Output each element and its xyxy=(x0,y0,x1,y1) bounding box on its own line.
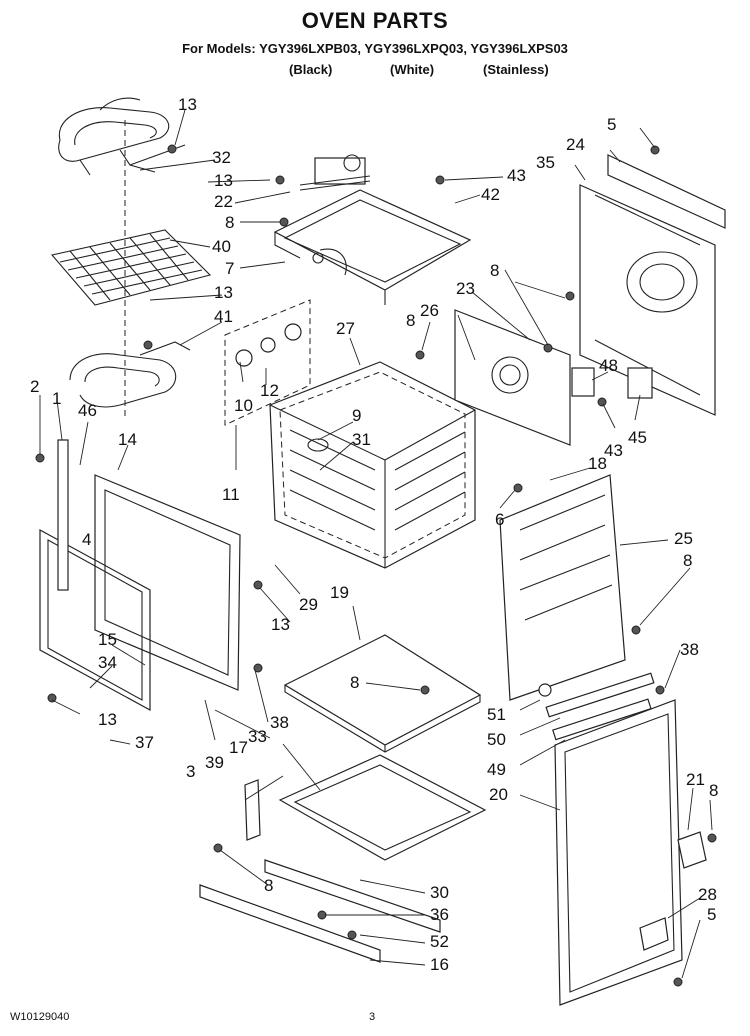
callout-42: 42 xyxy=(481,185,500,204)
callout-51: 51 xyxy=(487,705,506,724)
finish-label-white: (White) xyxy=(390,62,435,77)
callout-8: 8 xyxy=(406,311,415,330)
page-number: 3 xyxy=(369,1011,376,1023)
kick-panel xyxy=(199,859,441,963)
callout-4: 4 xyxy=(82,530,91,549)
callout-50: 50 xyxy=(487,730,506,749)
callout-8: 8 xyxy=(709,781,718,800)
callout-36: 36 xyxy=(430,905,449,924)
callout-27: 27 xyxy=(336,319,355,338)
callout-7: 7 xyxy=(225,259,234,278)
callout-28: 28 xyxy=(698,885,717,904)
callout-30: 30 xyxy=(430,883,449,902)
callout-8: 8 xyxy=(683,551,692,570)
callout-5: 5 xyxy=(707,905,716,924)
callout-13: 13 xyxy=(98,710,117,729)
callout-48: 48 xyxy=(599,356,618,375)
callout-38: 38 xyxy=(680,640,699,659)
bottom-panel xyxy=(283,634,482,753)
callout-8: 8 xyxy=(350,673,359,692)
callout-40: 40 xyxy=(212,237,231,256)
callout-35: 35 xyxy=(536,153,555,172)
callout-22: 22 xyxy=(214,192,233,211)
callout-17: 17 xyxy=(229,738,248,757)
callout-49: 49 xyxy=(487,760,506,779)
callout-9: 9 xyxy=(352,406,361,425)
callout-14: 14 xyxy=(118,430,137,449)
callout-39: 39 xyxy=(205,753,224,772)
callout-8: 8 xyxy=(225,213,234,232)
callout-26: 26 xyxy=(420,301,439,320)
gas-valve xyxy=(299,154,371,191)
doc-number: W10129040 xyxy=(10,1011,70,1023)
callout-2: 2 xyxy=(30,377,39,396)
callout-13: 13 xyxy=(214,283,233,302)
callout-32: 32 xyxy=(212,148,231,167)
callout-41: 41 xyxy=(214,307,233,326)
callout-8: 8 xyxy=(264,876,273,895)
callout-38: 38 xyxy=(270,713,289,732)
callout-11: 11 xyxy=(222,485,240,504)
right-side-panel xyxy=(579,154,726,416)
finish-label-stainless: (Stainless) xyxy=(483,62,549,77)
callout-19: 19 xyxy=(330,583,349,602)
page-title: OVEN PARTS xyxy=(301,8,449,33)
callout-52: 52 xyxy=(430,932,449,951)
broiler-pan xyxy=(278,754,487,861)
callout-46: 46 xyxy=(78,401,97,420)
front-frame xyxy=(39,439,241,712)
callout-16: 16 xyxy=(430,955,449,974)
callout-5: 5 xyxy=(607,115,616,134)
callout-43: 43 xyxy=(604,441,623,460)
callout-25: 25 xyxy=(674,529,693,548)
screws xyxy=(35,144,717,987)
callout-33: 33 xyxy=(248,727,267,746)
callout-45: 45 xyxy=(628,428,647,447)
burner-components xyxy=(224,299,311,426)
callout-24: 24 xyxy=(566,135,585,154)
oven-cavity xyxy=(269,361,476,569)
oven-door xyxy=(545,672,683,1006)
callout-6: 6 xyxy=(495,510,504,529)
leader-lines xyxy=(39,109,713,979)
models-line: For Models: YGY396LXPB03, YGY396LXPQ03, … xyxy=(182,41,568,56)
callout-13: 13 xyxy=(178,95,197,114)
right-frame xyxy=(499,474,626,701)
broil-element xyxy=(58,97,186,176)
callout-43: 43 xyxy=(507,166,526,185)
finish-label-black: (Black) xyxy=(289,62,333,77)
cavity-top-panel xyxy=(273,189,472,305)
callout-15: 15 xyxy=(98,630,117,649)
callout-23: 23 xyxy=(456,279,475,298)
callout-10: 10 xyxy=(234,396,253,415)
callout-labels: 13 32 13 22 8 40 7 43 42 5 24 35 8 23 8 … xyxy=(30,95,718,974)
oven-rack xyxy=(50,229,212,306)
callout-37: 37 xyxy=(135,733,154,752)
callout-3: 3 xyxy=(186,762,195,781)
bake-element xyxy=(69,341,191,408)
callout-13: 13 xyxy=(271,615,290,634)
callout-13: 13 xyxy=(214,171,233,190)
rear-panel xyxy=(454,309,653,446)
callout-12: 12 xyxy=(260,381,279,400)
callout-1: 1 xyxy=(52,389,61,408)
callout-31: 31 xyxy=(352,430,371,449)
callout-29: 29 xyxy=(299,595,318,614)
door-hinge xyxy=(639,831,707,951)
callout-20: 20 xyxy=(489,785,508,804)
bracket xyxy=(244,779,261,841)
callout-21: 21 xyxy=(686,770,705,789)
callout-18: 18 xyxy=(588,454,607,473)
callout-34: 34 xyxy=(98,653,117,672)
callout-8: 8 xyxy=(490,261,499,280)
